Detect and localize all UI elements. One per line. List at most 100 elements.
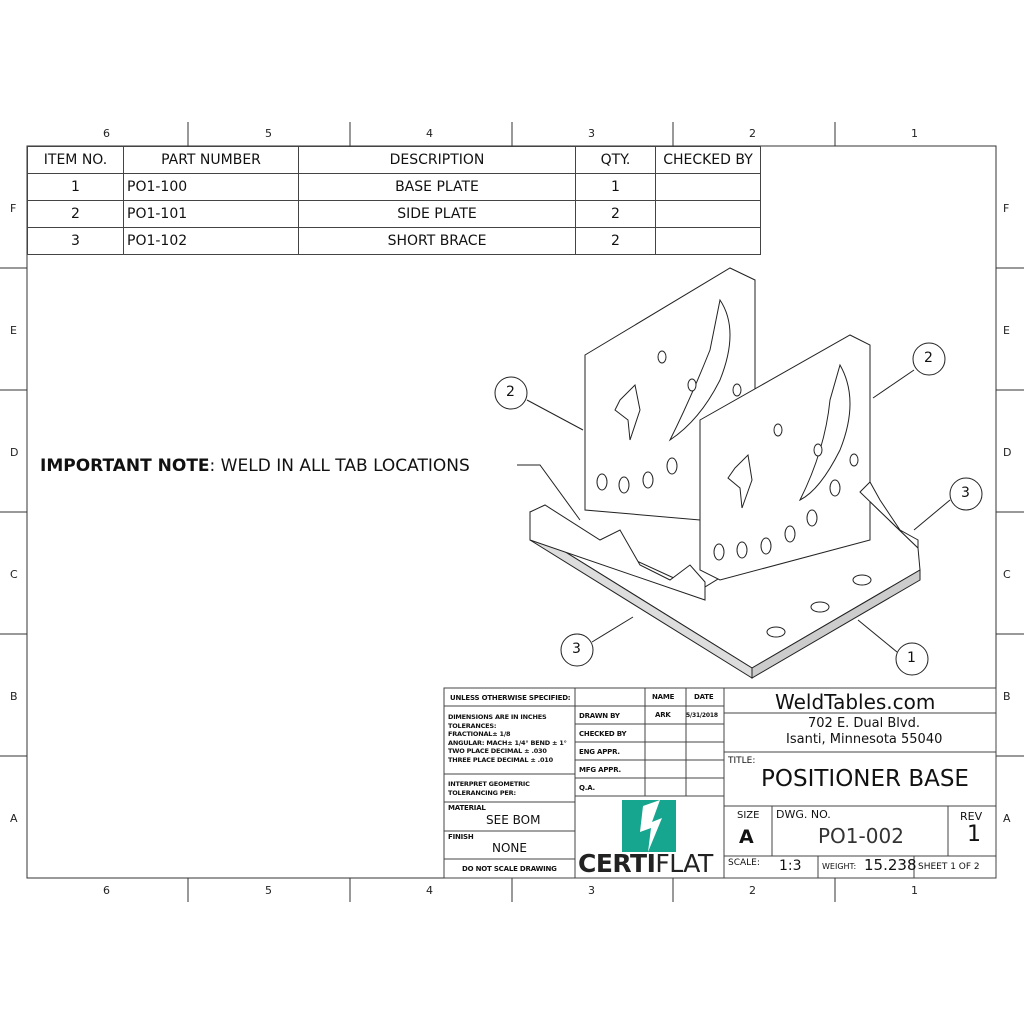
cell: [655, 200, 761, 228]
dwg-no-value: PO1-002: [818, 824, 904, 848]
note-text: : WELD IN ALL TAB LOCATIONS: [209, 456, 470, 476]
interpret-line: TOLERANCING PER:: [448, 789, 516, 797]
tolerance-line: DIMENSIONS ARE IN INCHES: [448, 713, 547, 721]
tolerance-line: TWO PLACE DECIMAL ± .030: [448, 747, 547, 755]
weight-value: 15.238: [864, 856, 917, 874]
zone-row: E: [1003, 324, 1010, 337]
material-label: MATERIAL: [448, 804, 486, 812]
zone-row: A: [1003, 812, 1011, 825]
note-label: IMPORTANT NOTE: [40, 456, 210, 476]
cell: SIDE PLATE: [298, 200, 576, 228]
size-label: SIZE: [737, 810, 760, 821]
zone-row: C: [1003, 568, 1011, 581]
zone-col: 1: [911, 884, 918, 897]
zone-row: D: [10, 446, 19, 459]
interpret-tolerancing: INTERPRET GEOMETRIC TOLERANCING PER:: [448, 780, 530, 798]
logo-light: FLAT: [655, 849, 713, 878]
cell: [655, 227, 761, 255]
finish-value: NONE: [492, 841, 527, 855]
important-note: IMPORTANT NOTE: WELD IN ALL TAB LOCATION…: [40, 456, 470, 476]
title-block-lines: [443, 687, 997, 879]
address-line-2: Isanti, Minnesota 55040: [786, 732, 943, 747]
zone-row: A: [10, 812, 18, 825]
header-description: DESCRIPTION: [298, 146, 576, 174]
certiflat-logo-mark: [622, 800, 676, 852]
balloon-number: 2: [924, 350, 933, 366]
sheet-number: SHEET 1 OF 2: [918, 862, 980, 872]
zone-col: 6: [103, 884, 110, 897]
cell: PO1-102: [123, 227, 299, 255]
cell: [655, 173, 761, 201]
balloon-number: 2: [506, 384, 515, 400]
material-value: SEE BOM: [486, 813, 541, 827]
zone-col: 2: [749, 884, 756, 897]
tolerances: DIMENSIONS ARE IN INCHES TOLERANCES: FRA…: [448, 713, 567, 764]
header-checked-by: CHECKED BY: [655, 146, 761, 174]
finish-label: FINISH: [448, 833, 474, 841]
interpret-line: INTERPRET GEOMETRIC: [448, 780, 530, 788]
zone-ticks: [0, 122, 1024, 902]
zone-row: E: [10, 324, 17, 337]
short-brace-left: [529, 504, 706, 601]
tolerance-line: THREE PLACE DECIMAL ± .010: [448, 755, 553, 764]
scale-label: SCALE:: [728, 858, 760, 868]
approval-label: ENG APPR.: [579, 748, 620, 756]
cell: 2: [575, 200, 656, 228]
unless-specified: UNLESS OTHERWISE SPECIFIED:: [450, 694, 571, 702]
cell: 3: [27, 227, 124, 255]
approval-label: DRAWN BY: [579, 712, 620, 720]
approval-label: MFG APPR.: [579, 766, 621, 774]
cell: 1: [27, 173, 124, 201]
balloon-number: 3: [572, 641, 581, 657]
name-header: NAME: [652, 693, 675, 701]
cell: 1: [575, 173, 656, 201]
date-header: DATE: [694, 693, 714, 701]
company-name: WeldTables.com: [775, 690, 936, 714]
balloon-number: 1: [907, 650, 916, 666]
balloons: [494, 342, 983, 676]
approval-label: Q.A.: [579, 784, 596, 792]
zone-col: 6: [103, 127, 110, 140]
zone-row: F: [10, 202, 17, 215]
drawn-by-name: ARK: [655, 711, 671, 719]
logo-bold: CERTI: [578, 849, 656, 878]
zone-row: B: [10, 690, 18, 703]
positioner-base-model: [529, 267, 921, 679]
zone-row: D: [1003, 446, 1012, 459]
zone-row: F: [1003, 202, 1010, 215]
dwg-no-label: DWG. NO.: [776, 808, 831, 821]
drawn-by-date: 5/31/2018: [686, 712, 718, 719]
certiflat-logo: CERTIFLAT: [578, 850, 713, 878]
cell: SHORT BRACE: [298, 227, 576, 255]
do-not-scale: DO NOT SCALE DRAWING: [462, 865, 557, 873]
zone-col: 5: [265, 127, 272, 140]
zone-col: 1: [911, 127, 918, 140]
cell: PO1-101: [123, 200, 299, 228]
rev-label: REV: [960, 810, 983, 823]
zone-row: B: [1003, 690, 1011, 703]
header-qty: QTY.: [575, 146, 656, 174]
weight-label: WEIGHT:: [822, 862, 857, 871]
bill-of-materials: ITEM NO. PART NUMBER DESCRIPTION QTY. CH…: [27, 146, 761, 255]
zone-col: 4: [426, 884, 433, 897]
cell: PO1-100: [123, 173, 299, 201]
header-item-no: ITEM NO.: [27, 146, 124, 174]
tolerance-line: TOLERANCES:: [448, 721, 497, 730]
bom-header: ITEM NO. PART NUMBER DESCRIPTION QTY. CH…: [27, 146, 761, 174]
cell: 2: [27, 200, 124, 228]
scale-value: 1:3: [779, 858, 802, 874]
zone-col: 5: [265, 884, 272, 897]
tolerance-line: FRACTIONAL± 1/8: [448, 730, 511, 738]
title-label: TITLE:: [728, 756, 756, 766]
cell: 2: [575, 227, 656, 255]
address-line-1: 702 E. Dual Blvd.: [808, 716, 920, 731]
zone-col: 3: [588, 884, 595, 897]
zone-col: 2: [749, 127, 756, 140]
drawing-title: POSITIONER BASE: [761, 766, 969, 792]
size-value: A: [739, 826, 754, 848]
balloon-number: 3: [961, 485, 970, 501]
